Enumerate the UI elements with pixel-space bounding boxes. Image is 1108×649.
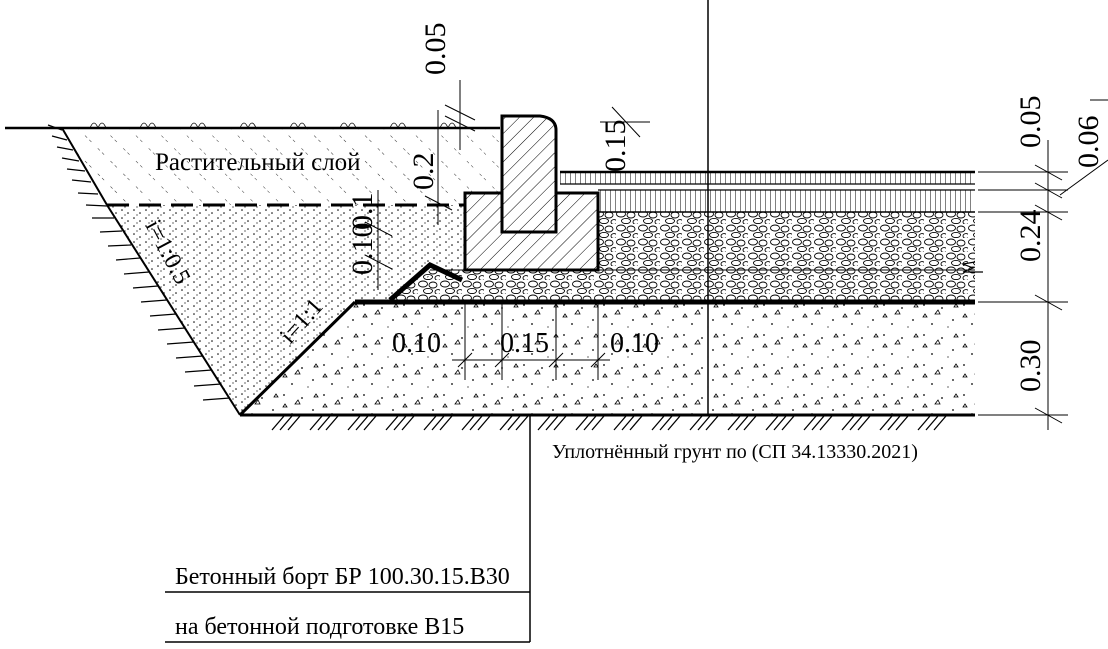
dim-right-006: 0.06 xyxy=(1072,116,1105,169)
asphalt-top-layer xyxy=(560,172,975,184)
topsoil-label: Растительный слой xyxy=(155,149,361,176)
dim-bed-015: 0.15 xyxy=(500,328,549,359)
grass-icon xyxy=(89,122,457,130)
dim-left-010: 0.10 xyxy=(346,223,379,276)
dim-top-005: 0.05 xyxy=(419,23,452,76)
dim-right-024: 0.24 xyxy=(1014,210,1047,263)
concrete-base-layer xyxy=(240,302,975,415)
sand-backfill xyxy=(107,205,465,415)
ground-note: Уплотнённый грунт по (СП 34.13330.2021) xyxy=(552,441,918,463)
dim-right-005: 0.05 xyxy=(1014,96,1047,149)
topsoil-layer xyxy=(62,128,500,205)
dim-curb-015: 0.15 xyxy=(599,120,632,173)
crushed-stone-under-curb xyxy=(390,270,975,300)
curb-label-line2: на бетонной подготовке В15 xyxy=(175,614,464,640)
crushed-stone-layer xyxy=(598,212,975,270)
dim-step-01: 0.1 xyxy=(346,193,379,231)
dim-bed-010b: 0.10 xyxy=(610,328,659,359)
dim-curb-02: 0.2 xyxy=(407,153,440,191)
curb-label-line1: Бетонный борт БР 100.30.15.В30 xyxy=(175,564,510,590)
dim-right-030: 0.30 xyxy=(1014,340,1047,393)
asphalt-bottom-layer xyxy=(598,190,975,212)
dim-bed-010: 0.10 xyxy=(392,328,441,359)
